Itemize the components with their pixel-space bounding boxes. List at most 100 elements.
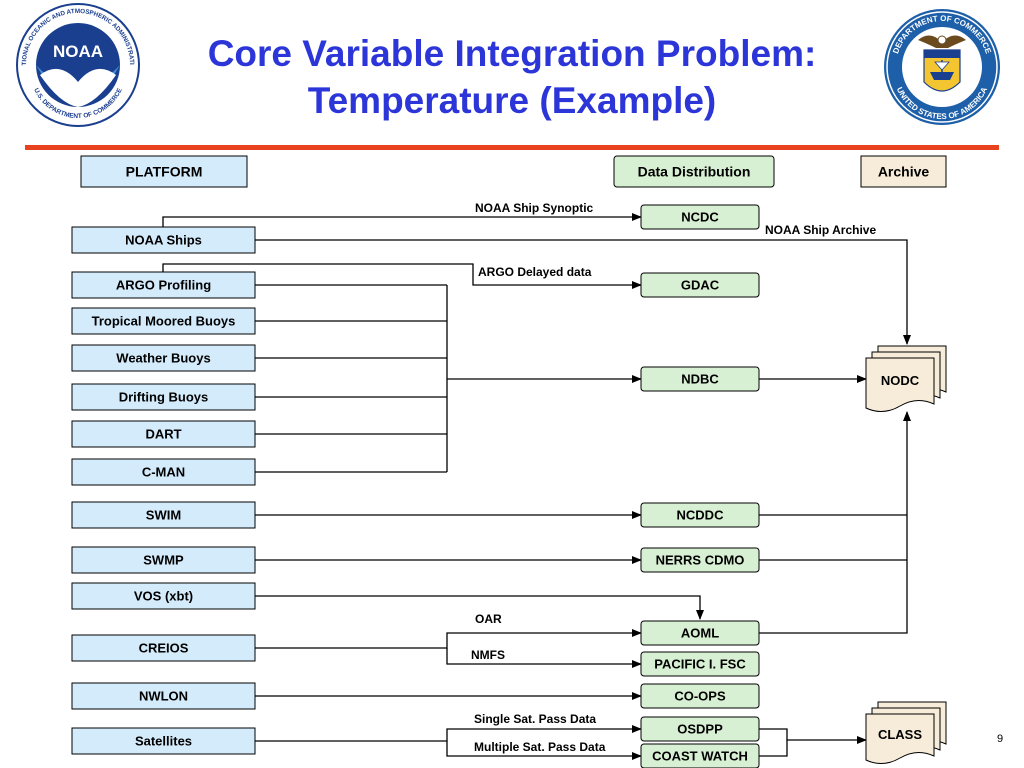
center-nerrs-cdmo-box [640,547,760,573]
platform-creios-label: CREIOS [139,641,189,656]
header-data-distribution: Data Distribution [613,155,775,188]
conn-noaa-ships-nodc [255,239,911,345]
archive-class: CLASS [865,701,947,764]
center-nerrs-cdmo: NERRS CDMO [640,547,760,573]
platform-c-man: C-MAN [71,458,256,486]
archive-class-sheet-front [865,713,935,764]
header-platform-box [80,155,248,188]
center-co-ops: CO-OPS [640,683,760,709]
title-divider [25,145,999,150]
platform-swmp: SWMP [71,546,256,574]
platform-noaa-ships: NOAA Ships [71,226,256,254]
platform-c-man-label: C-MAN [142,465,185,480]
platform-nwlon: NWLON [71,682,256,710]
platform-swim-label: SWIM [146,508,181,523]
conn-creios-split [255,629,642,649]
header-archive-label: Archive [878,164,930,180]
center-ndbc-label: NDBC [681,372,719,387]
center-ncdc: NCDC [640,204,760,230]
platform-tropical-moored-buoys-box [71,307,256,335]
platform-drifting-buoys-box [71,383,256,411]
center-ncdc-box [640,204,760,230]
center-aoml-label: AOML [681,626,719,641]
center-aoml: AOML [640,620,760,646]
platform-argo-profiling-box [71,271,256,299]
center-co-ops-label: CO-OPS [674,689,726,704]
archive-nodc-label: NODC [881,373,920,388]
platform-c-man-box [71,458,256,486]
label-nmfs: NMFS [471,648,505,662]
platform-satellites: Satellites [71,727,256,755]
page-number: 9 [997,733,1003,745]
platform-noaa-ships-box [71,226,256,254]
platform-swim: SWIM [71,501,256,529]
conn-centers-nodc-return [759,411,911,634]
noaa-logo-center-text: NOAA [53,42,103,61]
center-osdpp-box [640,716,760,742]
center-coast-watch: COAST WATCH [640,743,760,768]
conn-argo-gdac [162,263,642,289]
conn-sat-coastwatch [446,741,642,760]
platform-vos-xbt: VOS (xbt) [71,582,256,610]
center-gdac: GDAC [640,272,760,298]
header-archive: Archive [860,155,947,188]
conn-sat-osdpp [255,725,642,742]
center-co-ops-box [640,683,760,709]
center-aoml-box [640,620,760,646]
header-data-distribution-label: Data Distribution [638,164,751,180]
label-noaa-ship-archive: NOAA Ship Archive [765,223,876,237]
platform-swmp-box [71,546,256,574]
platform-weather-buoys-box [71,344,256,372]
platform-drifting-buoys-label: Drifting Buoys [119,390,209,405]
archive-nodc-sheet-front [865,357,935,412]
platform-swmp-label: SWMP [143,553,184,568]
center-coast-watch-label: COAST WATCH [652,749,748,764]
center-pacific-fsc-label: PACIFIC I. FSC [654,657,746,672]
center-ncddc: NCDDC [640,502,760,528]
noaa-logo: NOAA NATIONAL OCEANIC AND ATMOSPHERIC AD… [0,0,140,127]
center-ncddc-box [640,502,760,528]
commerce-seal-logo: DEPARTMENT OF COMMERCE UNITED STATES OF … [884,9,1000,125]
conn-creios-pacific [446,648,642,668]
platform-noaa-ships-label: NOAA Ships [125,233,202,248]
platform-satellites-label: Satellites [135,734,192,749]
header-data-distribution-box [613,155,775,188]
center-ndbc-box [640,366,760,392]
platform-weather-buoys: Weather Buoys [71,344,256,372]
slide-title-line2: Temperature (Example) [308,80,717,121]
header-archive-box [860,155,947,188]
center-gdac-label: GDAC [681,278,720,293]
label-oar: OAR [475,612,502,626]
platform-nwlon-label: NWLON [139,689,188,704]
label-multiple-sat-pass: Multiple Sat. Pass Data [474,740,606,754]
flow-connectors [162,213,911,760]
archive-nodc: NODC [865,345,947,412]
center-ncdc-label: NCDC [681,210,719,225]
header-platform: PLATFORM [80,155,248,188]
label-noaa-ship-synoptic: NOAA Ship Synoptic [475,201,594,215]
center-ncddc-label: NCDDC [677,508,725,523]
platform-argo-profiling-label: ARGO Profiling [116,278,211,293]
platform-dart: DART [71,420,256,448]
platform-tropical-moored-buoys-label: Tropical Moored Buoys [92,314,236,329]
platform-swim-box [71,501,256,529]
platform-weather-buoys-label: Weather Buoys [116,351,210,366]
header-platform-label: PLATFORM [126,164,203,180]
archive-class-label: CLASS [878,727,922,742]
platform-vos-xbt-label: VOS (xbt) [134,589,193,604]
platform-creios-box [71,634,256,662]
center-coast-watch-box [640,743,760,768]
center-osdpp: OSDPP [640,716,760,742]
platform-satellites-box [71,727,256,755]
platform-nwlon-box [71,682,256,710]
platform-tropical-moored-buoys: Tropical Moored Buoys [71,307,256,335]
platform-drifting-buoys: Drifting Buoys [71,383,256,411]
platform-dart-box [71,420,256,448]
slide-title-line1: Core Variable Integration Problem: [208,33,817,74]
conn-noaa-ships-ncdc [162,213,642,227]
platform-argo-profiling: ARGO Profiling [71,271,256,299]
platform-vos-xbt-box [71,582,256,610]
conn-osdpp-class [759,728,867,744]
center-gdac-box [640,272,760,298]
